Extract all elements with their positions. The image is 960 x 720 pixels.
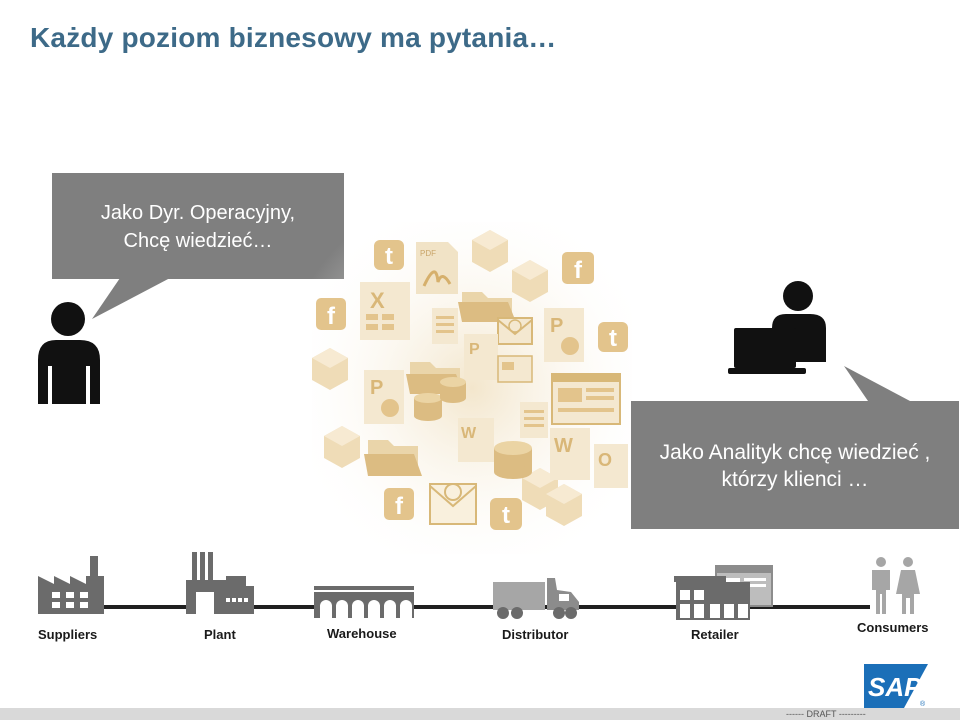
cube-icon: [312, 348, 348, 390]
warehouse-icon: [314, 586, 414, 618]
twitter-icon: t: [598, 322, 628, 352]
svg-text:t: t: [502, 502, 510, 529]
factory-icon: [38, 556, 104, 614]
svg-text:f: f: [574, 257, 583, 284]
retailer-label: Retailer: [691, 627, 739, 642]
ops-bubble-line-1: Jako Dyr. Operacyjny,: [100, 202, 296, 224]
document-icon: [432, 308, 458, 344]
footer-bar: [0, 708, 960, 720]
cube-icon: [324, 426, 360, 468]
ops-director-speech-bubble: Jako Dyr. Operacyjny, Chcę wiedzieć…: [52, 173, 344, 279]
consumers-label: Consumers: [857, 620, 929, 635]
ops-bubble-line-2: Chcę wiedzieć…: [123, 230, 273, 252]
truck-icon: [493, 578, 579, 619]
spreadsheet-document-icon: X: [360, 282, 410, 340]
svg-text:W: W: [554, 435, 573, 457]
svg-text:O: O: [598, 450, 612, 470]
analyst-speech-bubble: Jako Analityk chcę wiedzieć , którzy kli…: [631, 401, 959, 529]
retailer-store-icon: [674, 565, 773, 620]
ops-director-person-icon: [38, 302, 100, 404]
svg-text:P: P: [370, 377, 383, 399]
plant-icon: [186, 552, 254, 614]
database-icon: [414, 393, 442, 421]
cube-icon: [546, 484, 582, 526]
svg-text:P: P: [469, 341, 480, 358]
twitter-icon: t: [374, 240, 404, 270]
analyst-person-icon: [728, 281, 826, 374]
svg-text:f: f: [395, 493, 404, 520]
web-page-icon: [551, 373, 621, 425]
data-sources-cloud: t t t f f f PDF X: [312, 222, 632, 554]
presentation-document-icon: P: [464, 334, 498, 380]
svg-text:t: t: [609, 325, 617, 352]
warehouse-label: Warehouse: [327, 626, 397, 641]
facebook-icon: f: [384, 488, 414, 520]
svg-text:PDF: PDF: [420, 249, 436, 258]
facebook-icon: f: [562, 252, 594, 284]
cube-icon: [512, 260, 548, 302]
web-page-icon: [497, 355, 533, 383]
svg-text:X: X: [370, 288, 385, 313]
twitter-icon: t: [490, 498, 522, 530]
consumers-people-icon: [872, 557, 920, 614]
presentation-document-icon: P: [544, 308, 584, 362]
distributor-label: Distributor: [502, 627, 569, 642]
analyst-bubble-line-1: Jako Analityk chcę wiedzieć ,: [659, 441, 931, 464]
outlook-document-icon: O: [594, 444, 628, 488]
plant-label: Plant: [204, 627, 236, 642]
svg-text:®: ®: [920, 700, 926, 708]
ops-bubble-tail: [92, 278, 170, 319]
draft-watermark: ------ DRAFT ---------: [786, 709, 866, 719]
email-icon: [497, 317, 533, 345]
supply-chain-line: [40, 605, 870, 609]
analyst-bubble-tail: [844, 366, 910, 401]
word-document-icon: W: [458, 418, 494, 462]
suppliers-label: Suppliers: [38, 627, 98, 642]
database-icon: [494, 441, 532, 479]
svg-text:P: P: [550, 315, 563, 337]
svg-text:f: f: [327, 303, 336, 330]
word-document-icon: W: [550, 428, 590, 480]
svg-text:t: t: [385, 243, 393, 270]
database-icon: [440, 377, 466, 403]
analyst-bubble-line-2: którzy klienci …: [721, 468, 869, 491]
pdf-document-icon: PDF: [416, 242, 458, 294]
document-icon: [520, 402, 548, 438]
email-icon: [429, 483, 477, 525]
svg-text:W: W: [461, 425, 477, 442]
slide-title: Każdy poziom biznesowy ma pytania…: [30, 22, 557, 53]
laptop-icon: [734, 328, 796, 368]
folder-icon: [364, 440, 422, 476]
sap-logo-text: SAP: [868, 672, 922, 702]
facebook-icon: f: [316, 298, 346, 330]
sap-logo: SAP ®: [864, 664, 928, 708]
cube-icon: [472, 230, 508, 272]
presentation-document-icon: P: [364, 370, 404, 424]
